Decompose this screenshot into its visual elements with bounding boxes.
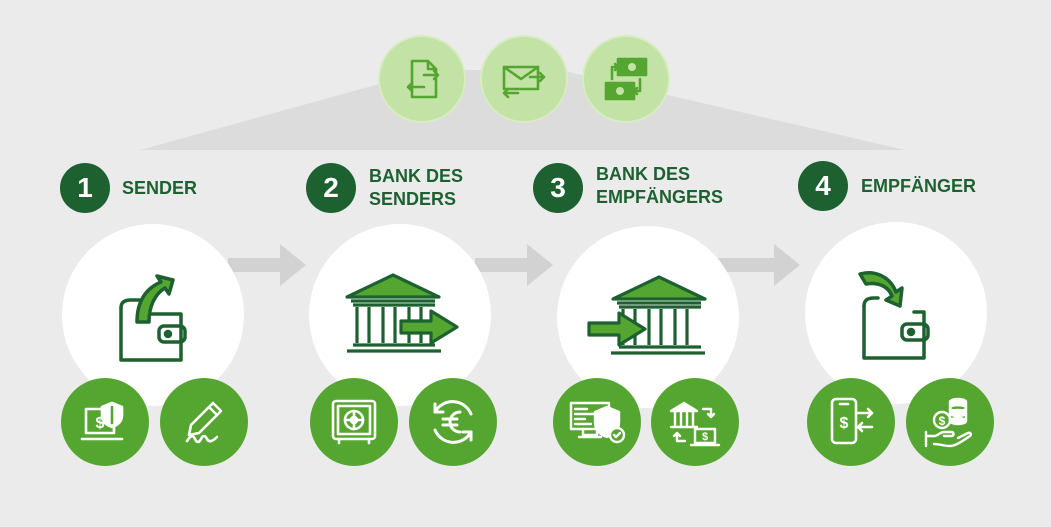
svg-text:$: $ — [96, 415, 105, 432]
arrow-2-to-3 — [475, 244, 553, 286]
step-number-2: 2 — [306, 163, 356, 213]
arrow-3-to-4 — [710, 244, 800, 286]
bank-outgoing-icon — [309, 224, 491, 406]
vault-icon — [310, 378, 398, 466]
step-label-4: EMPFÄNGER — [861, 175, 976, 198]
svg-text:$: $ — [939, 414, 946, 428]
phone-dollar-transfer-icon: $ — [807, 378, 895, 466]
bank-laptop-exchange-icon: $ — [651, 378, 739, 466]
svg-text:$: $ — [840, 415, 849, 432]
step-label-3-line2: EMPFÄNGERS — [596, 187, 724, 207]
laptop-shield-dollar-icon: $ — [61, 378, 149, 466]
step-label-3: BANK DES EMPFÄNGERS — [596, 163, 723, 209]
arrow-1-to-2 — [228, 244, 306, 286]
step-label-3-line1: BANK DES — [596, 164, 691, 184]
bank-incoming-icon — [557, 226, 739, 408]
step-number-1: 1 — [60, 163, 110, 213]
hand-coins-icon: $ — [906, 378, 994, 466]
step-label-4-line1: EMPFÄNGER — [861, 176, 977, 196]
step-number-4: 4 — [798, 161, 848, 211]
euro-refresh-icon — [409, 378, 497, 466]
monitor-shield-check-icon — [553, 378, 641, 466]
step-label-2-line2: SENDERS — [369, 189, 457, 209]
step-label-1: SENDER — [122, 177, 197, 200]
step-label-1-line1: SENDER — [122, 178, 198, 198]
svg-text:$: $ — [702, 431, 708, 443]
envelope-transfer-icon — [480, 35, 568, 123]
step-label-2-line1: BANK DES — [369, 166, 464, 186]
wallet-send-icon — [62, 224, 244, 406]
step-label-2: BANK DES SENDERS — [369, 165, 463, 211]
wallet-receive-icon — [805, 222, 987, 404]
document-transfer-icon — [378, 35, 466, 123]
money-exchange-icon — [582, 35, 670, 123]
pen-signature-icon — [160, 378, 248, 466]
step-number-3: 3 — [533, 163, 583, 213]
